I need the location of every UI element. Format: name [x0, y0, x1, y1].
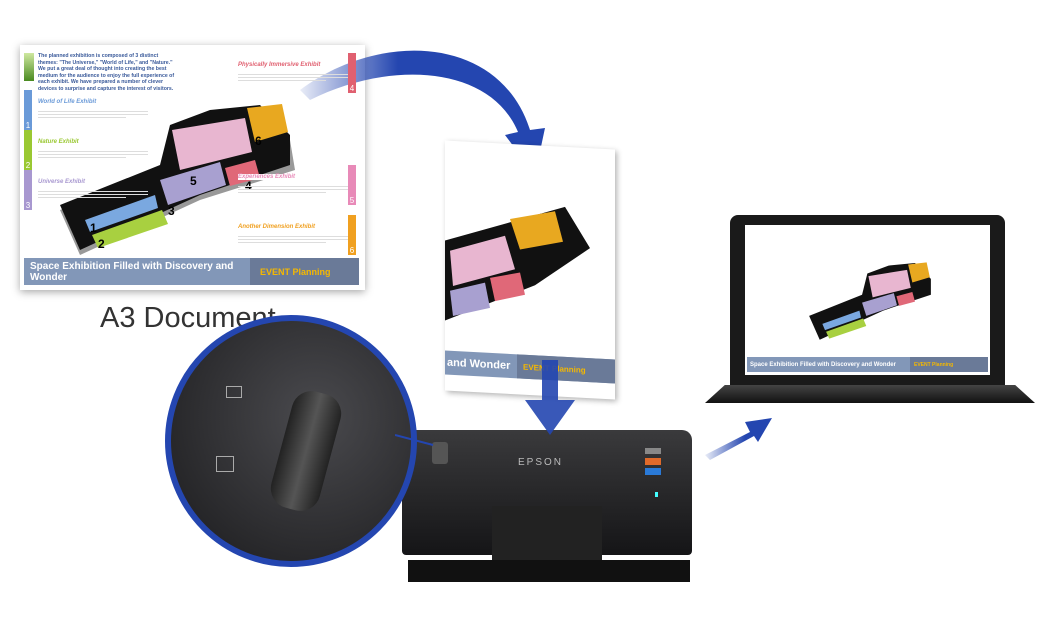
- section-title: Universe Exhibit: [38, 179, 86, 185]
- svg-text:6: 6: [255, 134, 262, 148]
- svg-text:1: 1: [90, 221, 97, 235]
- laptop-screen: Space Exhibition Filled with Discovery a…: [730, 215, 1005, 385]
- svg-text:2: 2: [98, 237, 105, 251]
- exhibit-section: 4 Physically Immersive Exhibit: [238, 53, 356, 93]
- screen-document: Space Exhibition Filled with Discovery a…: [745, 225, 990, 375]
- exhibit-section: 5 Experiences Exhibit: [238, 165, 356, 205]
- stop-button[interactable]: [645, 468, 661, 475]
- scanner-lever[interactable]: [432, 442, 448, 464]
- svg-text:3: 3: [168, 204, 175, 218]
- scanner-brand: EPSON: [518, 457, 564, 468]
- exhibit-section: 6 Another Dimension Exhibit: [238, 215, 356, 255]
- paper-thickness-lever[interactable]: [266, 386, 346, 516]
- fed-document: and Wonder EVENT Planning: [445, 140, 615, 400]
- to-laptop-arrow: [705, 418, 772, 460]
- floor-plan: 5 6 4 3 1 2: [60, 104, 295, 255]
- section-number-bar: 4: [348, 53, 356, 93]
- section-number-bar: 6: [348, 215, 356, 255]
- section-number-bar: 2: [24, 130, 32, 170]
- section-number: 4: [349, 84, 355, 93]
- section-title: Nature Exhibit: [38, 139, 79, 145]
- ready-light: [655, 492, 658, 497]
- section-number-bar: 1: [24, 90, 32, 130]
- thick-paper-icon: [216, 456, 234, 472]
- laptop: Space Exhibition Filled with Discovery a…: [705, 215, 1035, 405]
- thin-paper-icon: [226, 386, 242, 398]
- screen-brand: EVENT Planning: [910, 357, 988, 372]
- section-title: Experiences Exhibit: [238, 174, 296, 180]
- section-number: 5: [349, 196, 355, 205]
- banner-title: Space Exhibition Filled with Discovery a…: [30, 260, 234, 283]
- section-title: World of Life Exhibit: [38, 99, 97, 105]
- brand-name: EVENT Planning: [250, 258, 359, 285]
- svg-text:5: 5: [190, 174, 197, 188]
- section-number-bar: 5: [348, 165, 356, 205]
- screen-banner: Space Exhibition Filled with Discovery a…: [747, 357, 988, 372]
- section-title: Physically Immersive Exhibit: [238, 62, 321, 68]
- exhibit-section: 3 Universe Exhibit: [24, 170, 148, 210]
- scan-button[interactable]: [645, 458, 661, 465]
- screen-banner-title: Space Exhibition Filled with Discovery a…: [750, 361, 896, 368]
- down-arrow: [525, 360, 575, 435]
- a3-document: The planned exhibition is composed of 3 …: [20, 45, 365, 290]
- section-number: 3: [25, 201, 31, 210]
- power-button[interactable]: [645, 448, 661, 454]
- scanner-base: [408, 560, 690, 582]
- inset-pointer: [395, 434, 434, 446]
- fed-floor-plan: [445, 206, 590, 321]
- document-banner: Space Exhibition Filled with Discovery a…: [24, 258, 359, 285]
- laptop-keyboard-base: [705, 385, 1035, 403]
- curved-arrow: [300, 50, 545, 175]
- section-number: 6: [349, 246, 355, 255]
- section-number: 1: [25, 121, 31, 130]
- section-number-bar: 3: [24, 170, 32, 210]
- document-intro: The planned exhibition is composed of 3 …: [38, 53, 175, 92]
- section-title: Another Dimension Exhibit: [238, 224, 316, 230]
- section-number: 2: [25, 161, 31, 170]
- lever-zoom-inset: [165, 315, 417, 567]
- scanner: EPSON: [400, 330, 695, 590]
- screen-floor-plan: [809, 262, 931, 340]
- leaf-image: [24, 53, 34, 81]
- exhibit-section: 2 Nature Exhibit: [24, 130, 148, 170]
- exhibit-section: 1 World of Life Exhibit: [24, 90, 148, 130]
